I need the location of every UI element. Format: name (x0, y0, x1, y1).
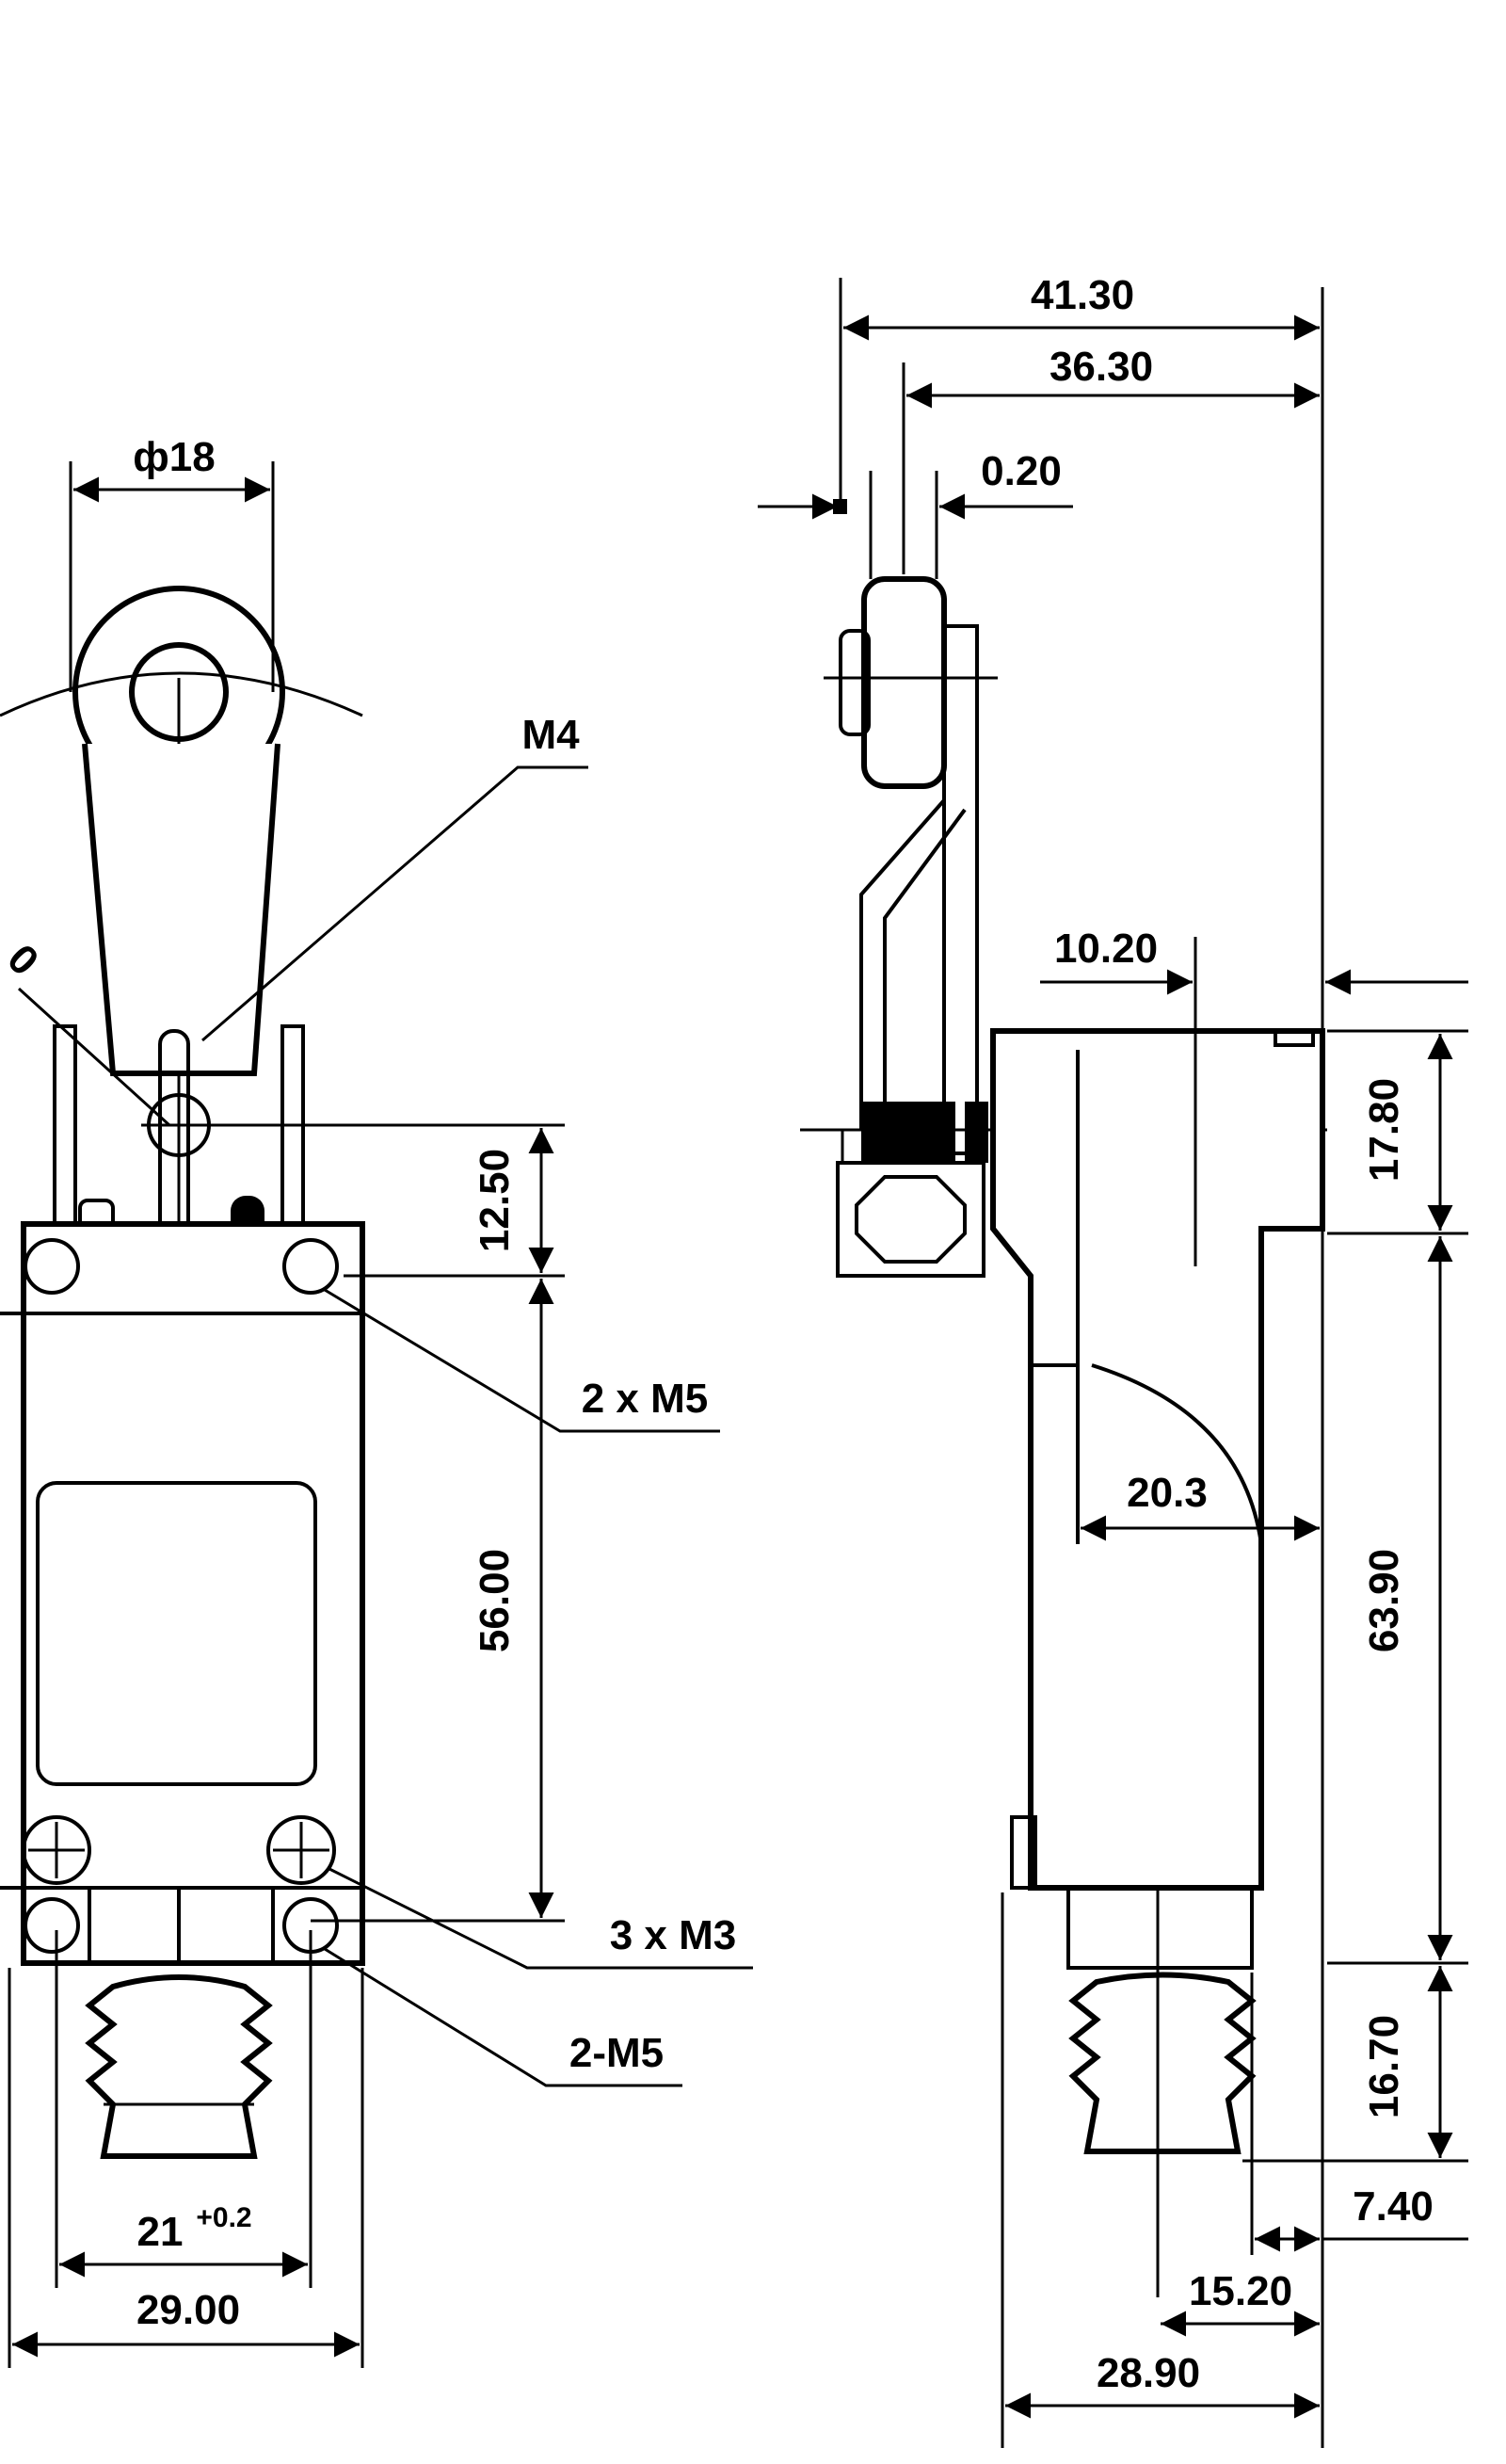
dim-lever-offset: 12.50 (472, 1149, 518, 1252)
dim-hole-spacing-tol: +0.2 (196, 2202, 251, 2233)
leader-pivot (17, 987, 171, 1127)
dim-plunger-offset: 7.40 (1353, 2183, 1434, 2230)
side-body (990, 946, 1325, 1970)
dim-head-offset: 10.20 (1054, 926, 1158, 972)
leader-m4 (201, 765, 588, 1042)
switch-body (0, 1221, 365, 1966)
leader-2xm5 (324, 1288, 720, 1433)
dim-mount-bottom: 2-M5 (569, 2030, 664, 2076)
swing-arc (0, 671, 363, 717)
leader-2m5 (324, 1947, 682, 2087)
dim-hole-spacing: 21 (137, 2209, 184, 2255)
side-view: 41.30 36.30 0.20 10.20 17.80 20.3 63.90 (758, 272, 1468, 2448)
dim-roller-offset: 36.30 (1049, 344, 1153, 390)
dim-overall-width: 41.30 (1031, 272, 1134, 318)
leader-3xm3 (328, 1867, 753, 1970)
dim-side-body-height: 63.90 (1361, 1549, 1407, 1652)
dim-plunger-width: 15.20 (1189, 2268, 1292, 2314)
dim-roller-diameter: ф18 (133, 434, 215, 480)
dim-screws: 3 x M3 (610, 1912, 737, 1958)
dim-head-height: 17.80 (1361, 1078, 1407, 1182)
plunger-boot (85, 1974, 273, 2159)
side-lever (859, 781, 967, 1130)
dim-plunger-height: 16.70 (1361, 2015, 1407, 2118)
side-plunger (1068, 1888, 1257, 2297)
front-view: ф18 M4 0 12.50 2 x M5 56.00 3 x M3 2-M5 … (0, 434, 753, 2368)
side-roller (824, 576, 998, 1155)
dim-radius-partial: 0 (0, 936, 47, 985)
dim-mount-top: 2 x M5 (582, 1376, 709, 1422)
lever-arm (82, 743, 565, 1287)
dim-pivot-thread: M4 (521, 712, 580, 758)
dim-body-height: 56.00 (472, 1549, 518, 1652)
dim-curve: 20.3 (1127, 1470, 1208, 1516)
dim-body-width: 29.00 (136, 2287, 240, 2333)
dim-roller-gap: 0.20 (981, 448, 1062, 494)
dim-body-depth: 28.90 (1097, 2350, 1200, 2396)
